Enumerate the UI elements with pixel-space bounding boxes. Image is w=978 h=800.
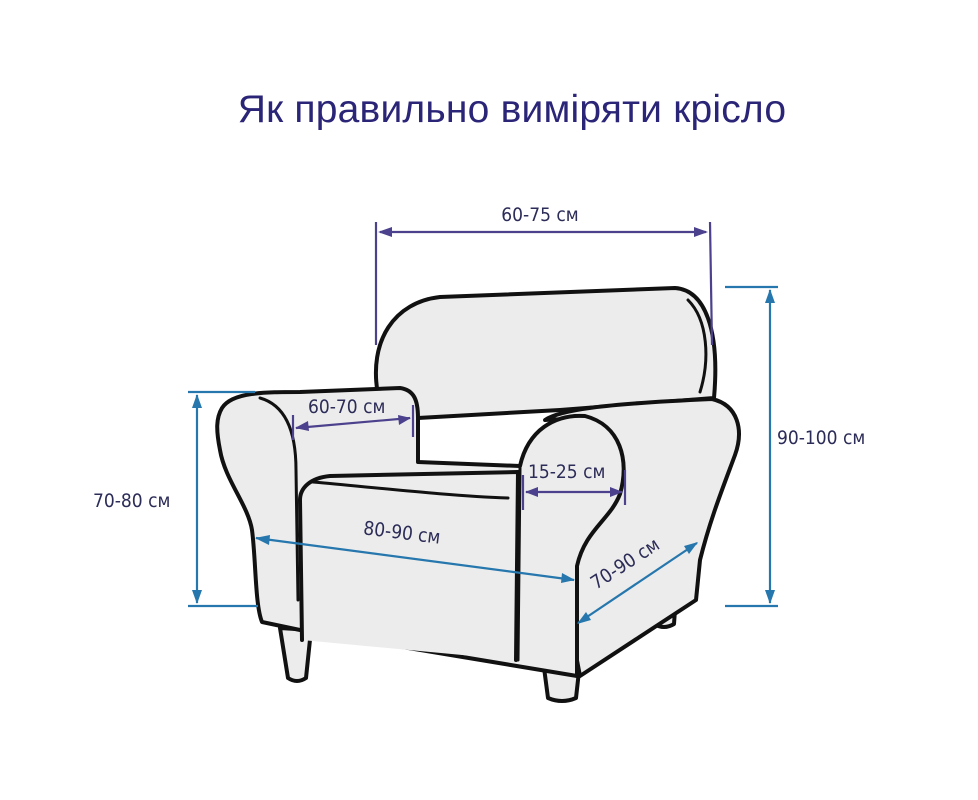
dimension-back-width: 60-75 см: [374, 204, 714, 346]
label-arm-depth: 60-70 см: [308, 396, 385, 418]
dimension-arm-height: 70-80 см: [93, 390, 258, 608]
dimension-arm-depth: 60-70 см: [291, 396, 415, 440]
dimension-arm-width: 15-25 см: [521, 461, 627, 510]
chair-back: [373, 286, 718, 420]
label-back-width: 60-75 см: [501, 204, 578, 226]
label-arm-height: 70-80 см: [93, 490, 170, 512]
dimension-total-height: 90-100 см: [725, 285, 865, 608]
diagram-title: Як правильно виміряти крісло: [237, 88, 787, 131]
label-total-height: 90-100 см: [777, 427, 865, 449]
label-arm-width: 15-25 см: [528, 461, 605, 483]
